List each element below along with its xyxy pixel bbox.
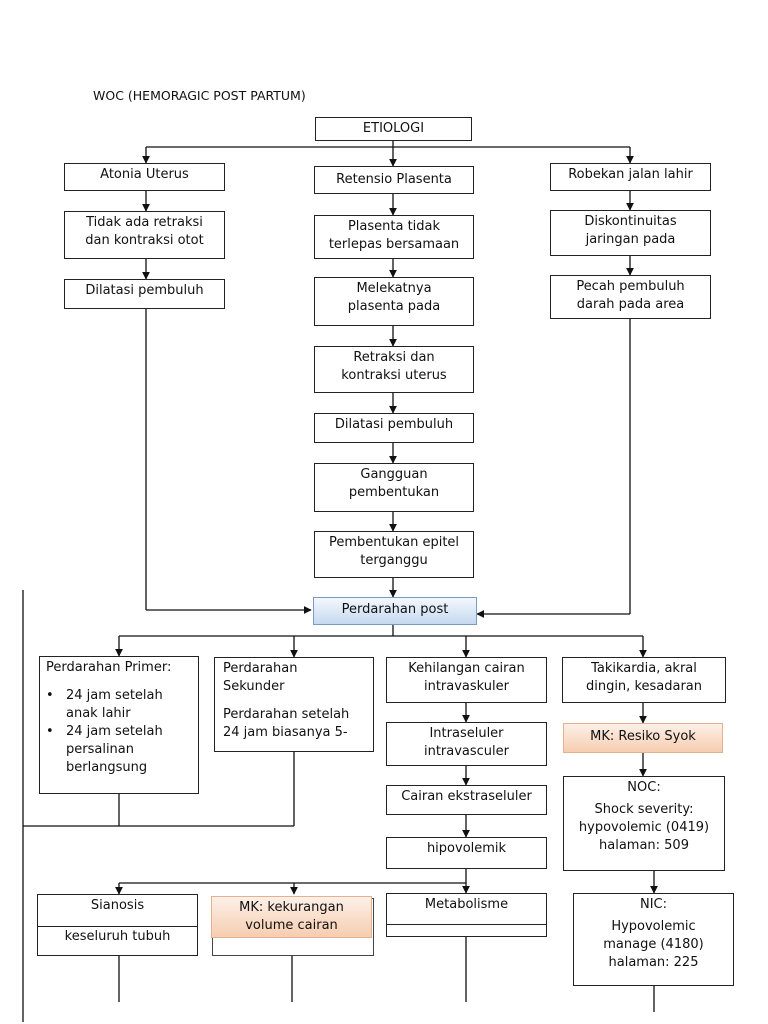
node-line: volume cairan bbox=[245, 918, 338, 933]
node-label: MK: Resiko Syok bbox=[590, 729, 696, 744]
node-line: intravaskuler bbox=[423, 679, 509, 694]
node-line: Diskontinuitas bbox=[584, 214, 677, 229]
node-mk-resiko-syok: MK: Resiko Syok bbox=[563, 723, 723, 753]
node-label: Cairan ekstraseluler bbox=[401, 789, 532, 804]
node-line: MK: kekurangan bbox=[239, 900, 344, 915]
node-kehilangan-cairan: Kehilangan cairan intravaskuler bbox=[386, 657, 547, 703]
node-line: Gangguan bbox=[360, 467, 428, 482]
node-line: Intraseluler bbox=[429, 726, 504, 741]
node-line: dingin, kesadaran bbox=[585, 679, 703, 694]
node-line: NIC: bbox=[639, 897, 667, 912]
bullet-line: anak lahir bbox=[66, 706, 131, 721]
node-pecah-pembuluh: Pecah pembuluh darah pada area bbox=[550, 275, 711, 319]
node-hipovolemik: hipovolemik bbox=[386, 837, 547, 869]
node-label: Robekan jalan lahir bbox=[568, 167, 693, 182]
bullet-line: 24 jam setelah bbox=[66, 688, 163, 703]
node-line: jaringan pada bbox=[585, 232, 676, 247]
node-pembentukan-epitel: Pembentukan epitel terganggu bbox=[314, 531, 474, 578]
node-line: terganggu bbox=[360, 553, 428, 568]
node-line: terlepas bersamaan bbox=[328, 237, 460, 252]
node-line: Tidak ada retraksi bbox=[86, 215, 203, 230]
node-line: Melekatnya bbox=[356, 281, 432, 296]
node-retensio-plasenta: Retensio Plasenta bbox=[314, 166, 474, 194]
node-line: Shock severity: bbox=[594, 802, 694, 817]
bullet-dot-icon: • bbox=[46, 688, 54, 703]
node-line: Hypovolemic bbox=[611, 919, 696, 934]
node-atonia-uterus: Atonia Uterus bbox=[64, 163, 225, 191]
node-label: Perdarahan post bbox=[341, 602, 449, 617]
node-line: plasenta pada bbox=[347, 299, 441, 314]
node-line: Takikardia, akral bbox=[591, 661, 697, 676]
bullet-line: 24 jam setelah bbox=[66, 724, 163, 739]
sianosis-divider bbox=[37, 926, 198, 927]
node-sianosis: Sianosis bbox=[37, 894, 198, 956]
node-diskontinuitas: Diskontinuitas jaringan pada bbox=[550, 210, 711, 256]
node-label: Retensio Plasenta bbox=[336, 172, 452, 187]
node-label: Dilatasi pembuluh bbox=[334, 417, 454, 432]
node-line: halaman: 509 bbox=[599, 838, 689, 853]
bullet-line: persalinan bbox=[66, 742, 135, 757]
node-intraseluler: Intraseluler intravasculer bbox=[386, 722, 547, 766]
bullet-item: • 24 jam setelah persalinan berlangsung bbox=[46, 723, 192, 777]
node-line: Perdarahan bbox=[223, 661, 298, 676]
node-label: Sianosis bbox=[90, 898, 145, 913]
node-dilatasi-pembuluh-center: Dilatasi pembuluh bbox=[314, 413, 474, 443]
node-line: 24 jam biasanya 5- bbox=[223, 725, 348, 740]
bullet-dot-icon: • bbox=[46, 724, 54, 739]
node-line: pembentukan bbox=[348, 485, 440, 500]
node-sianosis-subtext: keseluruh tubuh bbox=[64, 929, 171, 944]
metabolisme-divider bbox=[386, 924, 547, 925]
node-tidak-ada-retraksi: Tidak ada retraksi dan kontraksi otot bbox=[64, 211, 225, 259]
bullet-line: berlangsung bbox=[66, 760, 148, 775]
node-mk-kekurangan-cairan: MK: kekurangan volume cairan bbox=[211, 896, 372, 938]
node-label: ETIOLOGI bbox=[362, 121, 425, 136]
node-label: Atonia Uterus bbox=[100, 167, 189, 182]
node-label: Metabolisme bbox=[424, 897, 509, 912]
node-line: kontraksi uterus bbox=[341, 368, 447, 383]
node-line: Pembentukan epitel bbox=[328, 535, 460, 550]
node-melekatnya-plasenta: Melekatnya plasenta pada bbox=[314, 277, 474, 326]
node-metabolisme: Metabolisme bbox=[386, 893, 547, 937]
node-line: dan kontraksi otot bbox=[85, 233, 204, 248]
node-line: Pecah pembuluh bbox=[576, 279, 685, 294]
node-line: Sekunder bbox=[223, 679, 285, 694]
node-plasenta-tidak-terlepas: Plasenta tidak terlepas bersamaan bbox=[314, 215, 474, 259]
node-perdarahan-sekunder: Perdarahan Sekunder Perdarahan setelah 2… bbox=[214, 657, 374, 752]
node-noc: NOC: Shock severity: hypovolemic (0419) … bbox=[563, 776, 725, 871]
node-line: intravasculer bbox=[423, 744, 510, 759]
node-dilatasi-pembuluh-left: Dilatasi pembuluh bbox=[64, 279, 225, 309]
node-line: NOC: bbox=[627, 780, 661, 795]
node-line: Kehilangan cairan bbox=[408, 661, 525, 676]
node-label: Dilatasi pembuluh bbox=[85, 283, 204, 298]
node-line: hypovolemic (0419) bbox=[578, 820, 710, 835]
node-line: Perdarahan setelah bbox=[223, 707, 350, 722]
node-cairan-ekstraseluler: Cairan ekstraseluler bbox=[386, 785, 547, 815]
node-perdarahan-post: Perdarahan post bbox=[313, 597, 477, 625]
node-label: hipovolemik bbox=[426, 841, 507, 856]
node-line: manage (4180) bbox=[603, 937, 704, 952]
node-line: Retraksi dan bbox=[353, 350, 435, 365]
node-nic: NIC: Hypovolemic manage (4180) halaman: … bbox=[573, 893, 734, 986]
node-line: darah pada area bbox=[576, 297, 685, 312]
node-robekan-jalan-lahir: Robekan jalan lahir bbox=[550, 163, 711, 191]
node-line: Plasenta tidak bbox=[347, 219, 441, 234]
diagram-title: WOC (HEMORAGIC POST PARTUM) bbox=[93, 88, 306, 103]
node-heading: Perdarahan Primer: bbox=[46, 660, 172, 675]
node-retraksi-kontraksi-uterus: Retraksi dan kontraksi uterus bbox=[314, 346, 474, 393]
node-perdarahan-primer: Perdarahan Primer: • 24 jam setelah anak… bbox=[39, 656, 199, 794]
node-gangguan-pembentukan: Gangguan pembentukan bbox=[314, 463, 474, 512]
node-takikardia: Takikardia, akral dingin, kesadaran bbox=[562, 657, 726, 703]
node-line: halaman: 225 bbox=[608, 955, 699, 970]
node-etiologi: ETIOLOGI bbox=[315, 117, 472, 141]
bullet-item: • 24 jam setelah anak lahir bbox=[46, 687, 192, 723]
